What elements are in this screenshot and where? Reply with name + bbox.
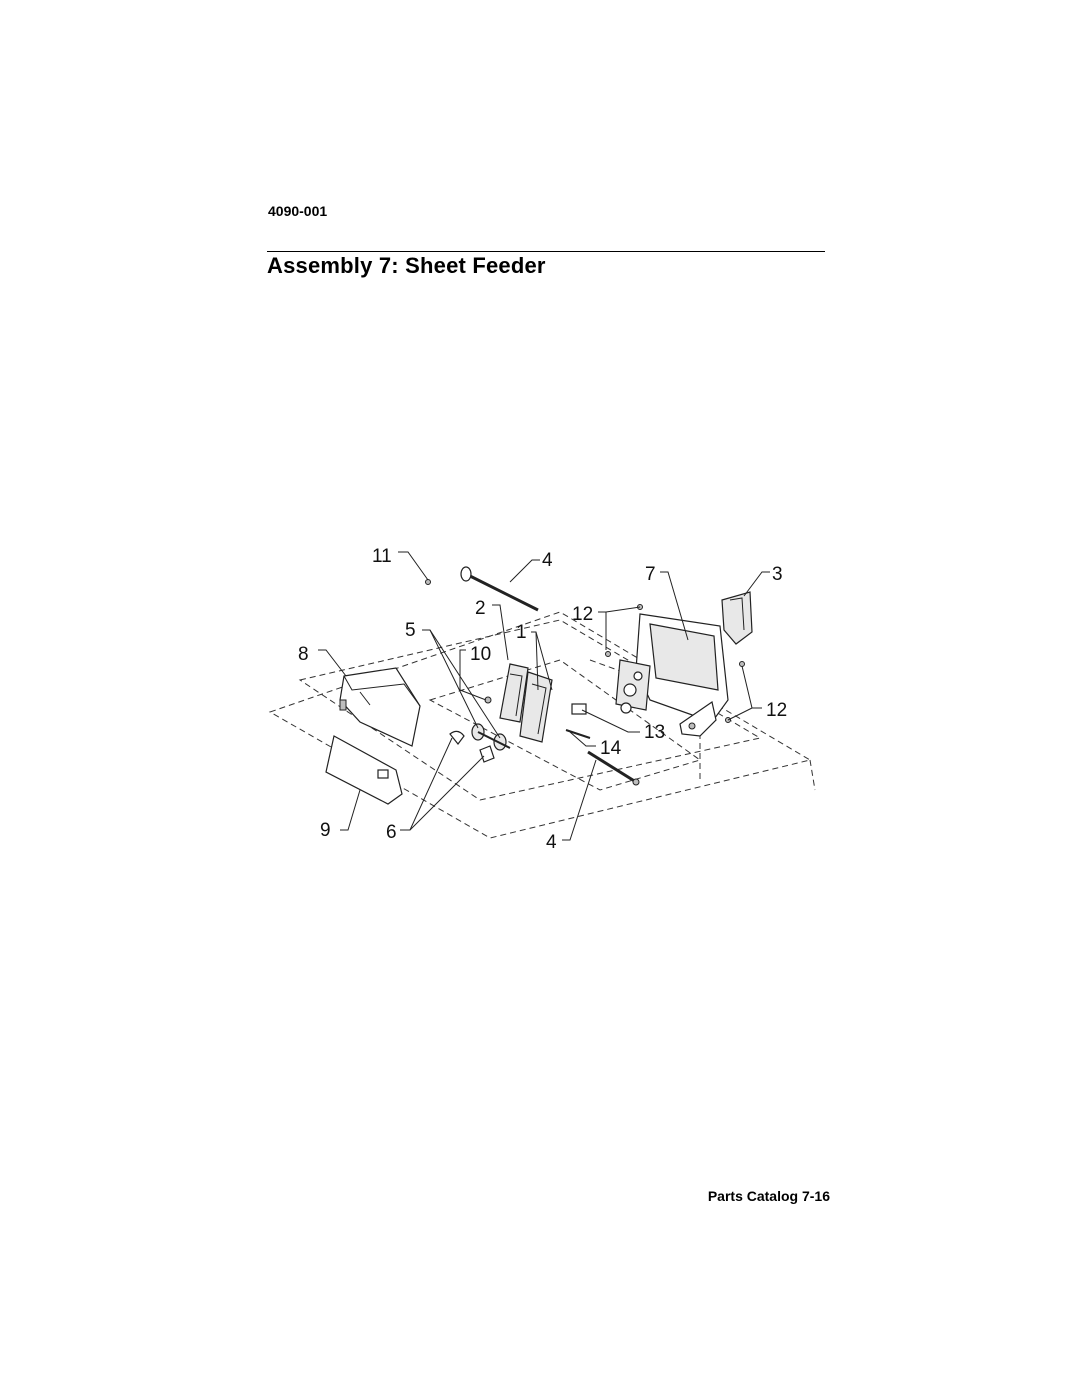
part-1-frame-right	[484, 671, 553, 743]
part-12-screw-c	[739, 661, 745, 667]
part-13-block	[571, 703, 587, 715]
guide-line-right	[809, 759, 816, 791]
part-6-clips	[449, 730, 495, 763]
part-7-side-frame	[615, 613, 729, 723]
part-5-rollers	[471, 723, 511, 751]
part-3-cover	[721, 591, 753, 645]
part-14-pin	[565, 729, 591, 739]
callout-12-right: 12	[766, 700, 787, 721]
callout-1: 1	[516, 622, 527, 643]
callout-10: 10	[470, 644, 491, 665]
title-rule	[267, 251, 825, 252]
callout-2: 2	[475, 598, 486, 619]
callout-5: 5	[405, 620, 416, 641]
part-4-upper-shaft	[460, 566, 539, 612]
part-12-screw-b	[605, 651, 611, 657]
leader-lines	[318, 551, 770, 841]
page-footer: Parts Catalog 7-16	[707, 1188, 830, 1204]
callout-13: 13	[644, 722, 665, 743]
part-4-lower-shaft	[587, 750, 640, 786]
guide-plane-outer	[268, 611, 812, 839]
part-11-screw	[425, 579, 431, 585]
callout-9: 9	[320, 820, 331, 841]
guide-line	[589, 659, 701, 780]
part-bracket	[679, 701, 717, 737]
part-8-feeder-tray	[339, 667, 421, 747]
callout-8: 8	[298, 644, 309, 665]
callout-11: 11	[372, 546, 392, 567]
part-9-cover	[325, 735, 403, 805]
page-title: Assembly 7: Sheet Feeder	[267, 253, 546, 278]
callout-7: 7	[645, 564, 656, 585]
callout-6: 6	[386, 822, 397, 843]
callout-3: 3	[772, 564, 783, 585]
callout-14: 14	[600, 738, 622, 759]
part-2-frame-left	[499, 663, 529, 723]
callout-12-top: 12	[572, 604, 593, 625]
callout-4-bottom: 4	[546, 832, 557, 853]
model-number: 4090-001	[268, 203, 328, 219]
callout-4-top: 4	[542, 550, 553, 571]
